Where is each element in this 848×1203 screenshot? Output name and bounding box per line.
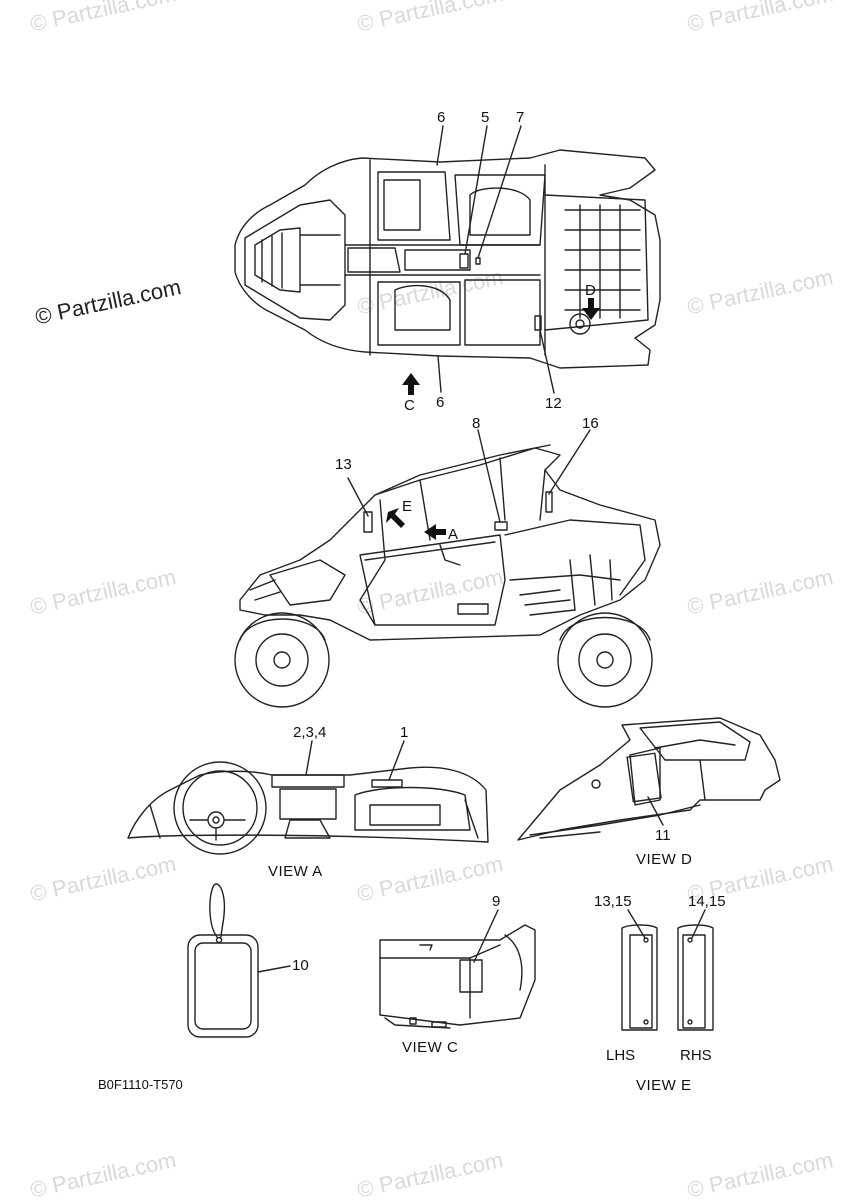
callout-16: 16 xyxy=(582,415,599,432)
front-wheel xyxy=(234,612,330,708)
callout-A: A xyxy=(448,526,459,543)
callout-D: D xyxy=(585,282,596,299)
callout-5: 5 xyxy=(481,109,490,126)
view-e-title: VIEW E xyxy=(636,1077,692,1094)
callout-2-3-4: 2,3,4 xyxy=(293,724,327,741)
arrow-up-icon xyxy=(402,373,420,395)
view-a-dashboard xyxy=(127,761,489,855)
label-rhs: RHS xyxy=(680,1047,712,1064)
callout-6-top: 6 xyxy=(437,109,446,126)
callout-11: 11 xyxy=(655,827,671,844)
arrow-diagonal-icon xyxy=(386,508,405,528)
view-e-lhs-panel xyxy=(621,924,658,1031)
callout-14-15: 14,15 xyxy=(688,893,726,910)
callout-C: C xyxy=(404,397,415,414)
callout-13: 13 xyxy=(335,456,352,473)
view-c xyxy=(379,924,536,1029)
arrow-down-icon xyxy=(582,298,600,320)
item-10-tag xyxy=(187,883,259,1038)
callout-1: 1 xyxy=(400,724,409,741)
side-view-vehicle xyxy=(234,444,661,708)
callout-9: 9 xyxy=(492,893,501,910)
callout-7: 7 xyxy=(516,109,525,126)
view-c-title: VIEW C xyxy=(402,1039,459,1056)
diagram-code: B0F1110-T570 xyxy=(98,1077,183,1092)
label-lhs: LHS xyxy=(606,1047,636,1064)
arrow-left-icon xyxy=(424,524,446,540)
rear-wheel xyxy=(557,612,653,708)
view-a-title: VIEW A xyxy=(268,863,323,880)
callout-8: 8 xyxy=(472,415,481,432)
callout-10: 10 xyxy=(292,957,309,974)
view-d-title: VIEW D xyxy=(636,851,693,868)
callout-E: E xyxy=(402,498,413,515)
view-e-rhs-panel xyxy=(677,924,714,1031)
callout-13-15: 13,15 xyxy=(594,893,632,910)
top-view-vehicle xyxy=(234,149,661,369)
view-d-rear xyxy=(517,717,781,841)
callout-6-bottom: 6 xyxy=(436,394,445,411)
callout-12: 12 xyxy=(545,395,562,412)
